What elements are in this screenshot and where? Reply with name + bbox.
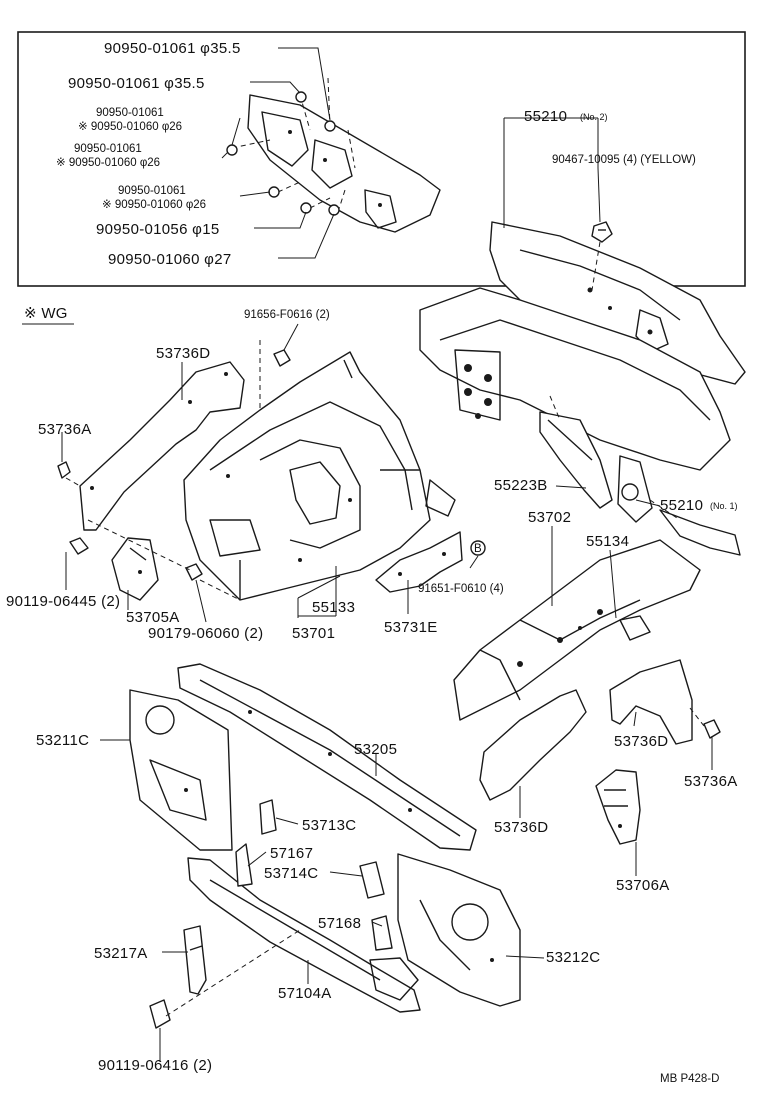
label-53212C: 53212C [546,949,600,966]
front-side-member-53702 [453,539,701,721]
label-53705A: 53705A [126,609,180,626]
inset-label-bolt-e2: ※ 90950-01060 φ26 [102,199,206,211]
clip-53736A-right [703,719,721,739]
leader-lines [61,117,713,1062]
radiator-support-lower-57104A [187,857,421,1013]
circle-b-mark: B [474,543,482,555]
bracket-53706A [595,769,641,845]
label-53701: 53701 [292,625,335,642]
label-53736D-right: 53736D [614,733,668,750]
label-90119-06416: 90119-06416 (2) [98,1057,212,1074]
label-55223B: 55223B [494,477,548,494]
label-53714C: 53714C [264,865,318,882]
label-53736A-right: 53736A [684,773,738,790]
inset-label-bolt-a: 90950-01061 φ35.5 [104,40,241,57]
label-53205: 53205 [354,741,397,758]
dash-insulator-no1 [539,411,741,556]
bracket-53705A [111,537,159,601]
label-53736D-top: 53736D [156,345,210,362]
label-53702: 53702 [528,509,571,526]
radiator-support-upper-53205 [177,663,477,851]
dash-panel [419,287,731,523]
label-55133: 55133 [312,599,355,616]
inset-leaders [221,47,335,259]
inset-label-bolt-e1: 90950-01061 [118,185,186,197]
inset-box [17,31,746,287]
label-55210-no2-suffix: (No. 2) [580,112,608,122]
label-53706A: 53706A [616,877,670,894]
label-55210-no1: 55210 [660,497,703,514]
label-90179: 90179-06060 (2) [148,625,263,642]
inset-cowl-bracket-drawing [226,77,441,233]
clip-yellow [591,221,613,243]
bolt-90119-06416-shape [149,999,171,1029]
radiator-support-side-53211C [129,689,233,851]
fasteners-left: B [57,349,486,581]
page-reference: MB P428-D [660,1073,719,1085]
label-91651: 91651-F0610 (4) [418,583,504,595]
label-90467-yellow: 90467-10095 (4) (YELLOW) [552,154,696,166]
inset-label-bolt-f: 90950-01056 φ15 [96,221,220,238]
radiator-support-side-53212C [397,853,521,1007]
inset-label-bolt-g: 90950-01060 φ27 [108,251,232,268]
inset-label-bolt-c1: 90950-01061 [96,107,164,119]
label-53217A: 53217A [94,945,148,962]
label-90119-06445: 90119-06445 (2) [6,593,120,610]
bracket-53714C-shape [359,861,385,899]
bracket-53731E [375,531,463,593]
label-53736A-left: 53736A [38,421,92,438]
wheel-house-seal-53736D [79,361,245,531]
label-57168: 57168 [318,915,361,932]
label-53731E: 53731E [384,619,438,636]
wheel-house-assembly [183,351,456,601]
legend-wg: ※ WG [24,305,68,322]
label-55134: 55134 [586,533,629,550]
label-55210-no2: 55210 [524,108,567,125]
inset-label-bolt-c2: ※ 90950-01060 φ26 [78,121,182,133]
label-57104A: 57104A [278,985,332,1002]
apron-seal-53736D-right [609,659,693,745]
label-53736D-bottom: 53736D [494,819,548,836]
inset-label-bolt-b: 90950-01061 φ35.5 [68,75,205,92]
bracket-53713C-shape [259,799,277,835]
bracket-53217A [183,925,207,995]
inset-label-bolt-d2: ※ 90950-01060 φ26 [56,157,160,169]
label-91656: 91656-F0616 (2) [244,309,330,321]
label-57167: 57167 [270,845,313,862]
inset-label-bolt-d1: 90950-01061 [74,143,142,155]
install-lines [65,241,705,1017]
label-55210-no1-suffix: (No. 1) [710,501,738,511]
bracket-57168-shape [371,915,393,951]
label-53713C: 53713C [302,817,356,834]
bracket-57167-shape [235,843,253,887]
label-53211C: 53211C [36,732,89,749]
apron-seal-53736D-lower [479,689,587,801]
